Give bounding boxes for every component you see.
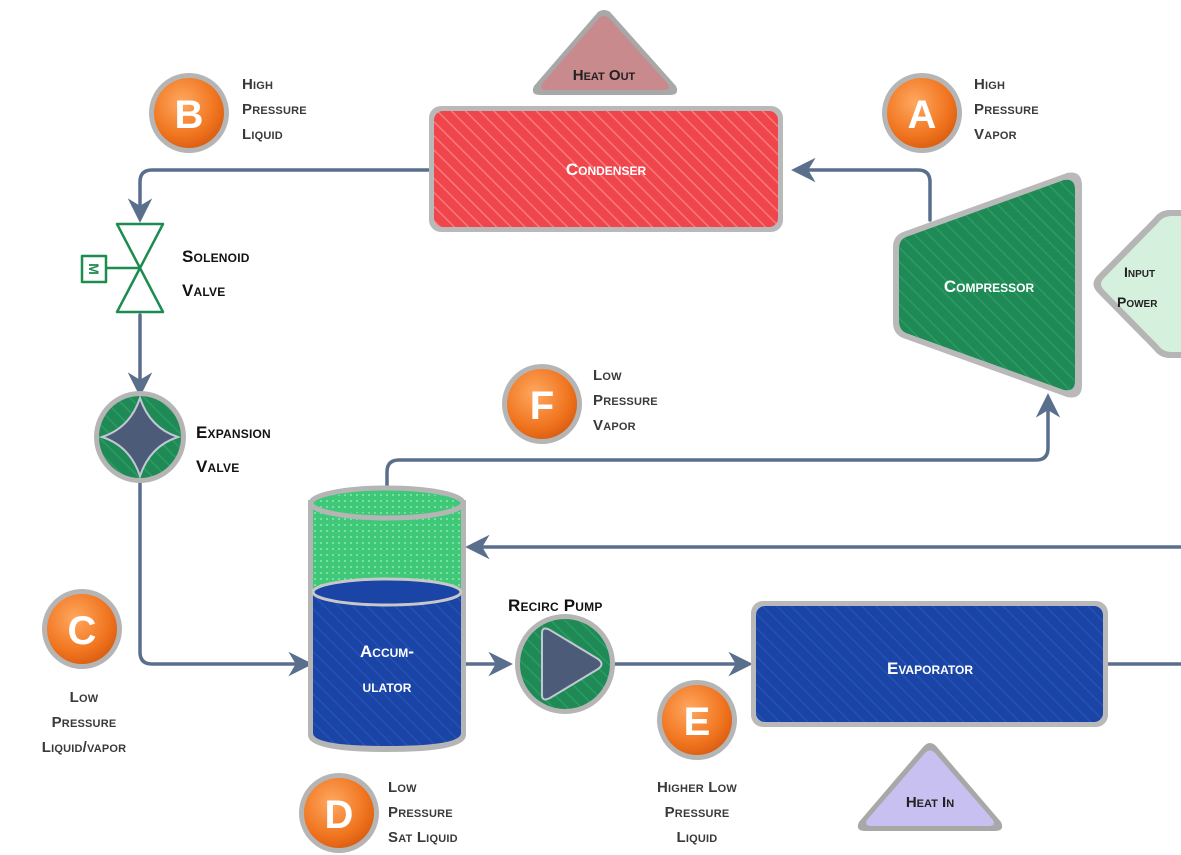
state-c-label: Low Pressure Liquid/vapor <box>0 680 168 765</box>
state-e-line3: Liquid <box>676 829 718 846</box>
compressor: Compressor <box>893 172 1082 398</box>
condenser-label: Condenser <box>566 160 647 179</box>
badge-f-letter: F <box>530 384 554 428</box>
badge-c-letter: C <box>68 609 97 653</box>
pipes <box>127 157 1181 677</box>
solenoid-valve-label-1: Solenoid <box>182 247 250 266</box>
evaporator-label: Evaporator <box>887 659 973 678</box>
pipe-f <box>385 393 1061 489</box>
pipe-c <box>138 478 313 677</box>
expansion-valve-label-2: Valve <box>196 457 240 476</box>
badge-b-letter: B <box>175 93 204 137</box>
state-c-line1: Low <box>69 689 99 706</box>
heat-in-label: Heat In <box>906 794 954 811</box>
recirc-pump <box>515 614 615 714</box>
badge-d: D <box>299 773 379 853</box>
badge-e-letter: E <box>684 700 711 744</box>
recirc-pump-label: Recirc Pump <box>508 594 603 618</box>
heat-out-block: Heat Out <box>532 10 678 95</box>
state-d-label: Low Pressure Sat Liquid <box>388 770 458 855</box>
state-e-line1: Higher Low <box>657 779 737 796</box>
state-a-line2: Pressure <box>974 101 1039 118</box>
badge-a: A <box>882 73 962 153</box>
badge-a-letter: A <box>908 93 937 137</box>
state-a-line3: Vapor <box>974 126 1017 143</box>
expansion-valve-label: Expansion Valve <box>196 416 271 484</box>
accumulator-vapor <box>313 503 461 604</box>
state-b-label: High Pressure Liquid <box>242 67 307 152</box>
state-d-line3: Sat Liquid <box>388 829 458 846</box>
solenoid-valve <box>80 222 165 314</box>
state-d-line1: Low <box>388 779 417 796</box>
state-c-line2: Pressure <box>51 714 117 731</box>
badge-e: E <box>657 680 737 760</box>
heat-out-label: Heat Out <box>573 67 636 84</box>
solenoid-actuator <box>80 254 108 284</box>
compressor-label: Compressor <box>944 277 1035 296</box>
expansion-valve <box>94 391 186 483</box>
state-d-line2: Pressure <box>388 804 453 821</box>
state-e-line2: Pressure <box>664 804 730 821</box>
state-f-label: Low Pressure Vapor <box>593 358 658 443</box>
input-power-block: Input Power <box>1093 210 1181 358</box>
heat-in-block: Heat In <box>857 743 1003 831</box>
expansion-valve-label-1: Expansion <box>196 423 271 442</box>
state-b-line1: High <box>242 76 274 93</box>
state-f-line2: Pressure <box>593 392 658 409</box>
state-a-line1: High <box>974 76 1006 93</box>
badge-f: F <box>502 364 582 444</box>
state-c-line3: Liquid/vapor <box>41 739 127 756</box>
pump-play-icon <box>541 627 603 701</box>
pipe-a <box>791 157 932 222</box>
solenoid-valve-bottom-triangle <box>115 266 165 314</box>
recirc-pump-text: Recirc Pump <box>508 596 603 615</box>
solenoid-valve-label-2: Valve <box>182 281 226 300</box>
input-power-label-1: Input <box>1124 264 1155 280</box>
state-f-line3: Vapor <box>593 417 636 434</box>
state-a-label: High Pressure Vapor <box>974 67 1039 152</box>
accumulator-label-1: Accum- <box>360 642 414 661</box>
expansion-valve-cross <box>98 394 182 480</box>
accumulator-label-2: ulator <box>363 677 412 696</box>
solenoid-valve-top-triangle <box>115 222 165 270</box>
solenoid-symbol: M <box>86 263 102 275</box>
pipe-b <box>127 168 432 223</box>
condenser: Condenser <box>429 106 783 232</box>
state-b-line3: Liquid <box>242 126 283 143</box>
state-f-line1: Low <box>593 367 622 384</box>
solenoid-valve-label: Solenoid Valve <box>182 240 250 308</box>
badge-c: C <box>42 589 122 669</box>
input-power-label-2: Power <box>1117 294 1158 310</box>
badge-b: B <box>149 73 229 153</box>
badge-d-letter: D <box>325 793 354 837</box>
accumulator-liquid <box>313 592 461 746</box>
evaporator: Evaporator <box>751 601 1108 727</box>
state-e-label: Higher Low Pressure Liquid <box>617 770 777 855</box>
accumulator: Accum- ulator <box>308 485 466 752</box>
state-b-line2: Pressure <box>242 101 307 118</box>
